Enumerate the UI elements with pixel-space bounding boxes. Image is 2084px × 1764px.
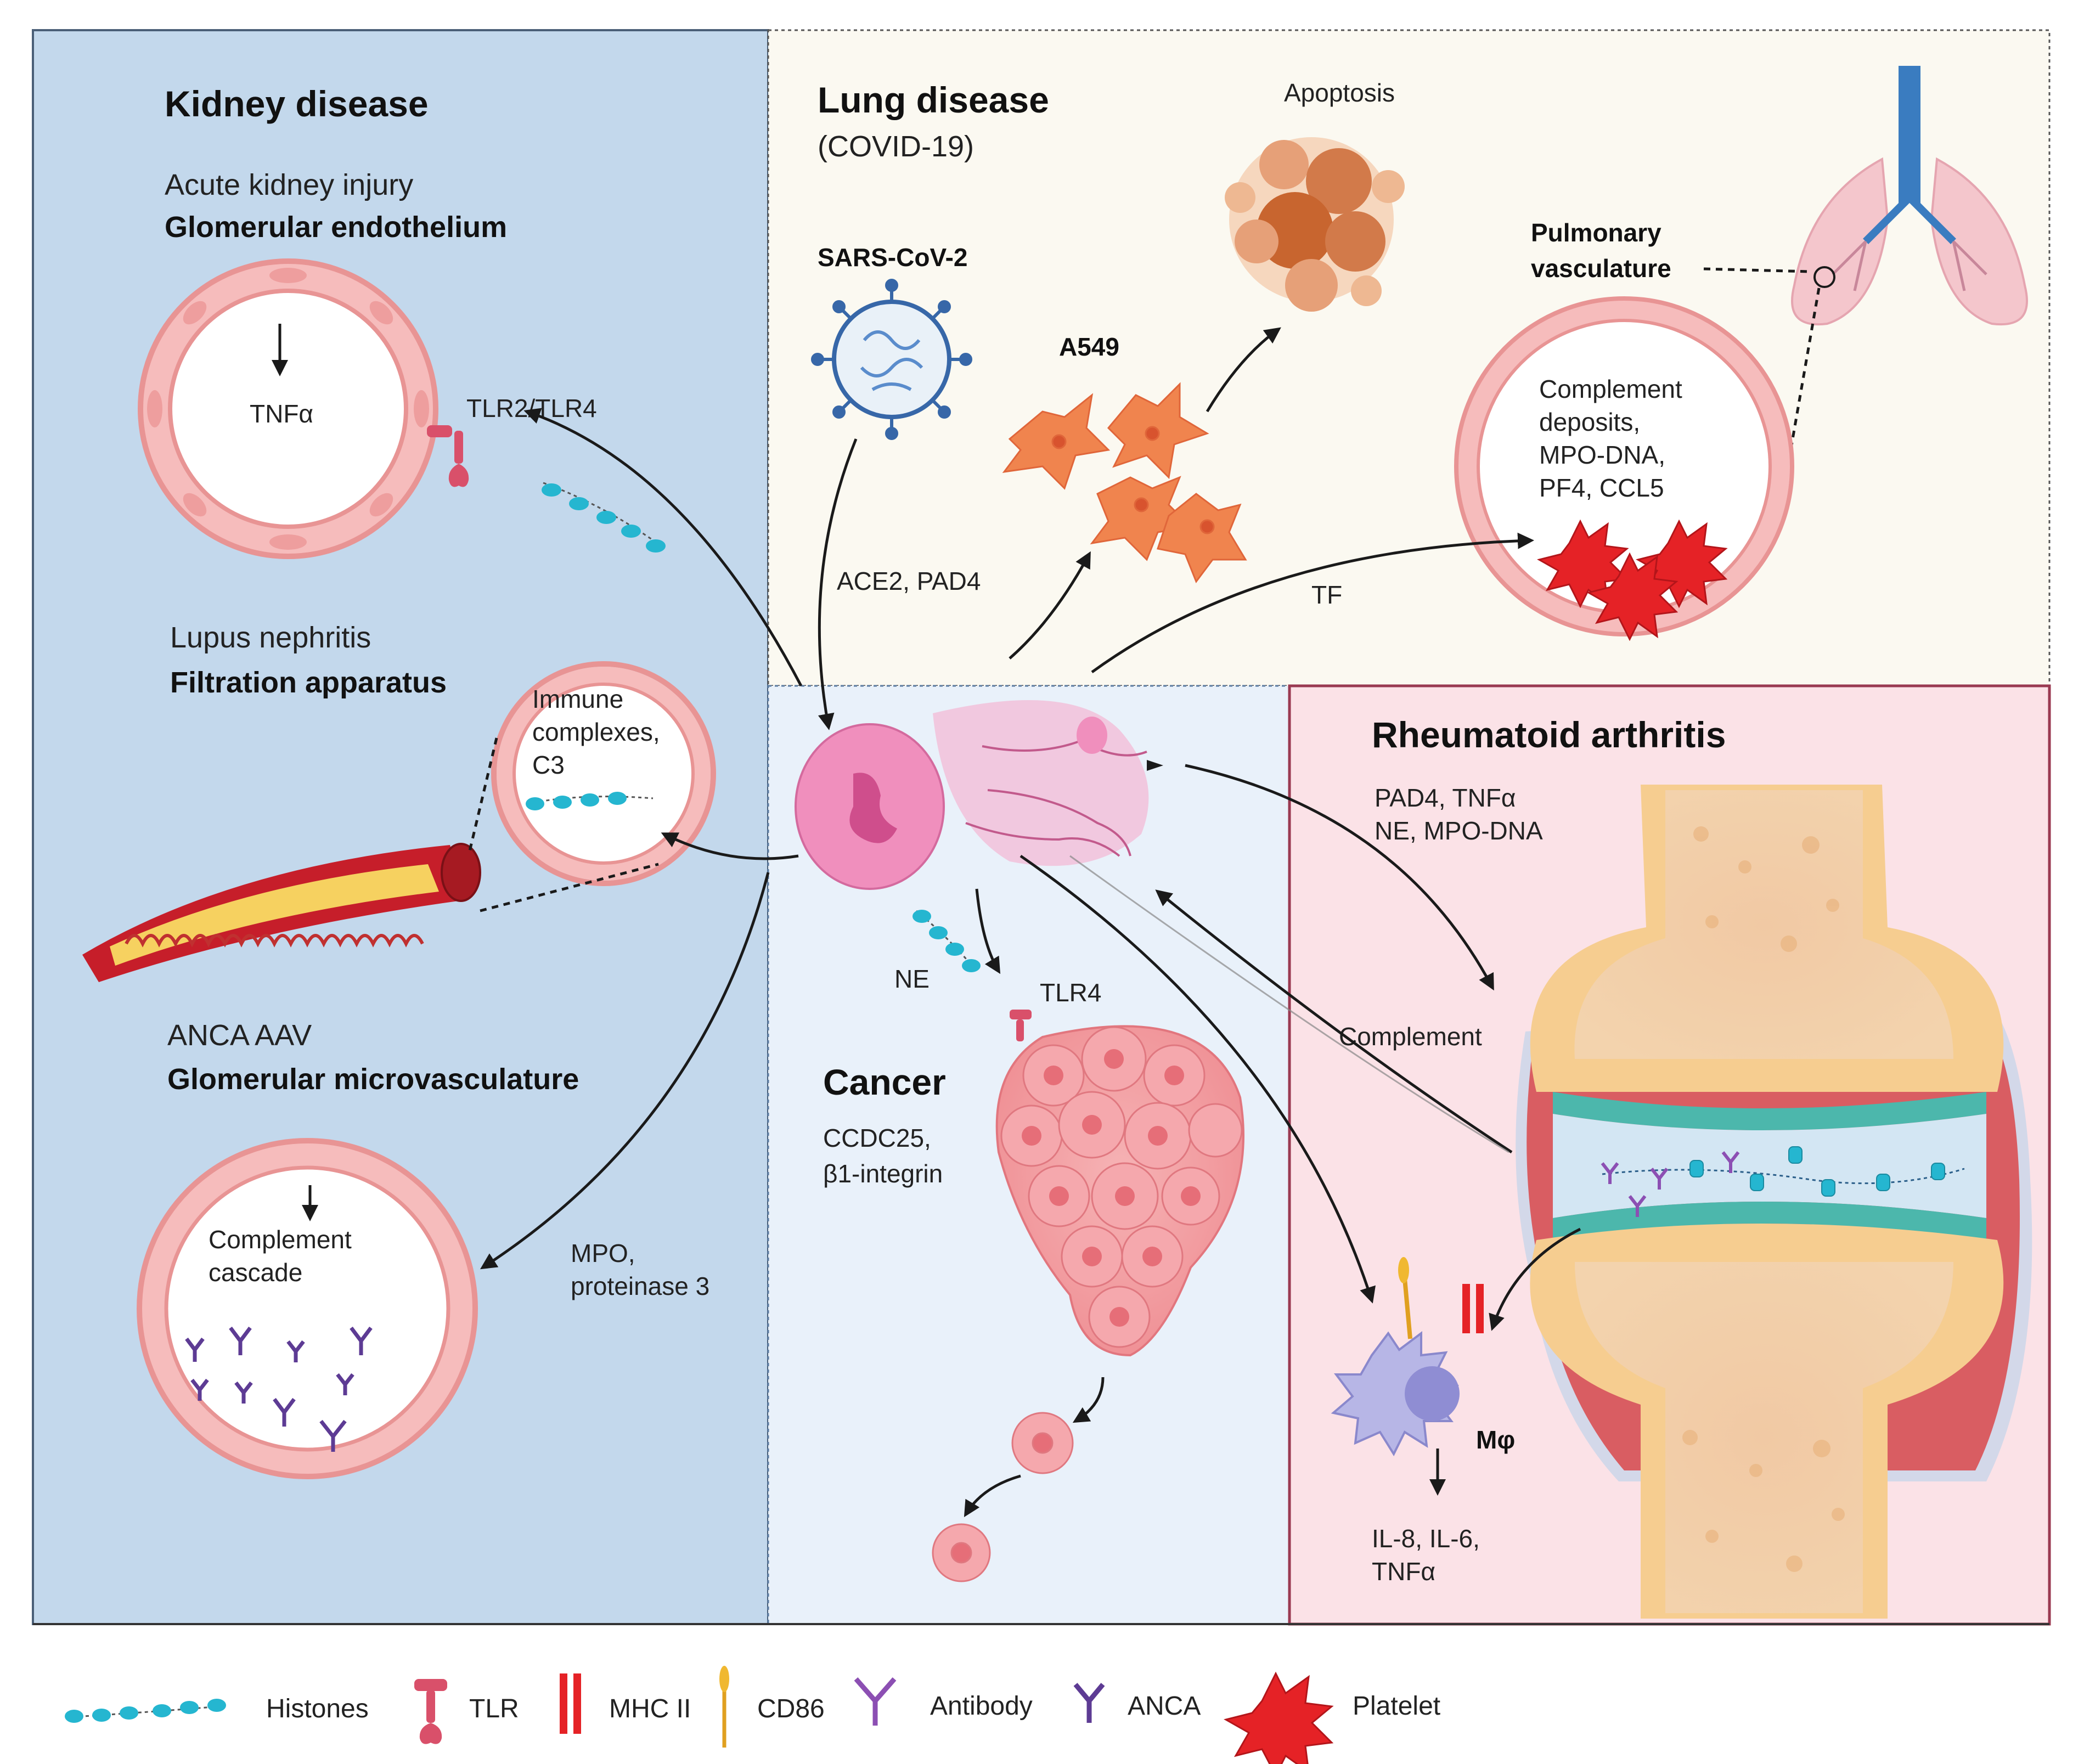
ra-factors-1: PAD4, TNFα [1375,784,1516,812]
cancer-title: Cancer [823,1062,946,1102]
lung-subtitle: (COVID-19) [818,130,974,163]
glomerular-endothelium-vessel [138,258,438,559]
deposits-line-3: MPO-DNA, [1539,441,1665,469]
ne-label: NE [894,965,930,993]
complement-label: Complement [1339,1022,1482,1051]
lupus-deposit-2: complexes, [532,718,660,746]
macrophage-icon [1331,1257,1484,1457]
anca-mpo-2: proteinase 3 [571,1272,709,1300]
cancer-factor-1: CCDC25, [823,1124,931,1152]
apoptotic-bodies-icon [1225,137,1405,312]
ra-cytokines-2: TNFα [1372,1557,1435,1586]
anca-mpo-1: MPO, [571,1239,635,1267]
lung-title: Lung disease [818,80,1049,120]
pulmonary-label-1: Pulmonary [1531,218,1661,247]
aki-cytokine: TNFα [250,399,313,428]
nephron-tubule [82,843,481,982]
legend-tlr-icon [414,1679,447,1744]
tlr4-label: TLR4 [1040,978,1101,1007]
ra-factors-2: NE, MPO-DNA [1375,816,1543,845]
legend-mhc: MHC II [609,1694,691,1723]
tumor-icon [995,1010,1244,1357]
legend-antibody: Antibody [930,1692,1033,1721]
pulmonary-label-2: vasculature [1531,254,1671,283]
anca-antibodies-icon [185,1326,373,1452]
legend-cd86-icon [719,1666,729,1748]
apoptosis-label: Apoptosis [1284,78,1395,107]
ra-title: Rheumatoid arthritis [1372,714,1726,755]
joint-icon [1516,785,2032,1619]
legend-mhc-icon [560,1673,581,1734]
lung-panel [767,29,2051,687]
legend-histones: Histones [266,1694,369,1723]
glomerular-microvasculature [137,1138,478,1479]
filtration-vessel [491,661,716,886]
histone-chain-icon [542,482,666,553]
virus-label: SARS-CoV-2 [818,243,967,272]
immune-complex-histones-icon [526,792,654,810]
legend-histones-icon [65,1699,226,1723]
legend-anca-icon [1073,1683,1105,1723]
legend-tlr: TLR [469,1694,519,1723]
lupus-deposit-1: Immune [532,685,623,713]
legend: Histones TLR MHC II CD86 Antibody ANCA P… [65,1666,1440,1764]
legend-platelet: Platelet [1353,1692,1440,1721]
aki-site: Glomerular endothelium [165,211,507,244]
deposits-line-4: PF4, CCL5 [1539,474,1664,502]
ace2-label: ACE2, PAD4 [837,567,981,595]
circulating-tumor-cells [932,1412,1074,1582]
lupus-site: Filtration apparatus [170,666,447,699]
deposits-line-2: deposits, [1539,408,1640,436]
tf-label: TF [1311,581,1342,609]
a549-label: A549 [1059,332,1119,361]
legend-platelet-icon [1224,1671,1334,1764]
cancer-factor-2: β1-integrin [823,1159,943,1188]
legend-cd86: CD86 [757,1694,825,1723]
deposits-line-1: Complement [1539,375,1682,403]
aki-name: Acute kidney injury [165,168,413,201]
ra-cytokines-1: IL-8, IL-6, [1372,1524,1480,1553]
anca-site: Glomerular microvasculature [167,1063,579,1096]
lupus-deposit-3: C3 [532,751,565,779]
anca-cascade-2: cascade [209,1258,302,1287]
legend-antibody-icon [854,1677,897,1726]
ne-histones-icon [913,910,981,972]
neutrophil-net-icon [795,700,1163,890]
legend-anca: ANCA [1128,1692,1201,1721]
a549-cells-icon [1002,382,1247,584]
lungs-icon [1791,66,2028,326]
anca-name: ANCA AAV [167,1019,312,1052]
anca-cascade-1: Complement [209,1225,352,1254]
aki-receptor: TLR2/TLR4 [466,394,597,422]
sars-cov-2-virus-icon [811,279,972,440]
tlr-receptor-icon [427,425,469,487]
lupus-name: Lupus nephritis [170,621,371,654]
kidney-title: Kidney disease [165,83,429,124]
macrophage-label: Mφ [1476,1425,1515,1454]
platelets-icon [1537,519,1728,641]
